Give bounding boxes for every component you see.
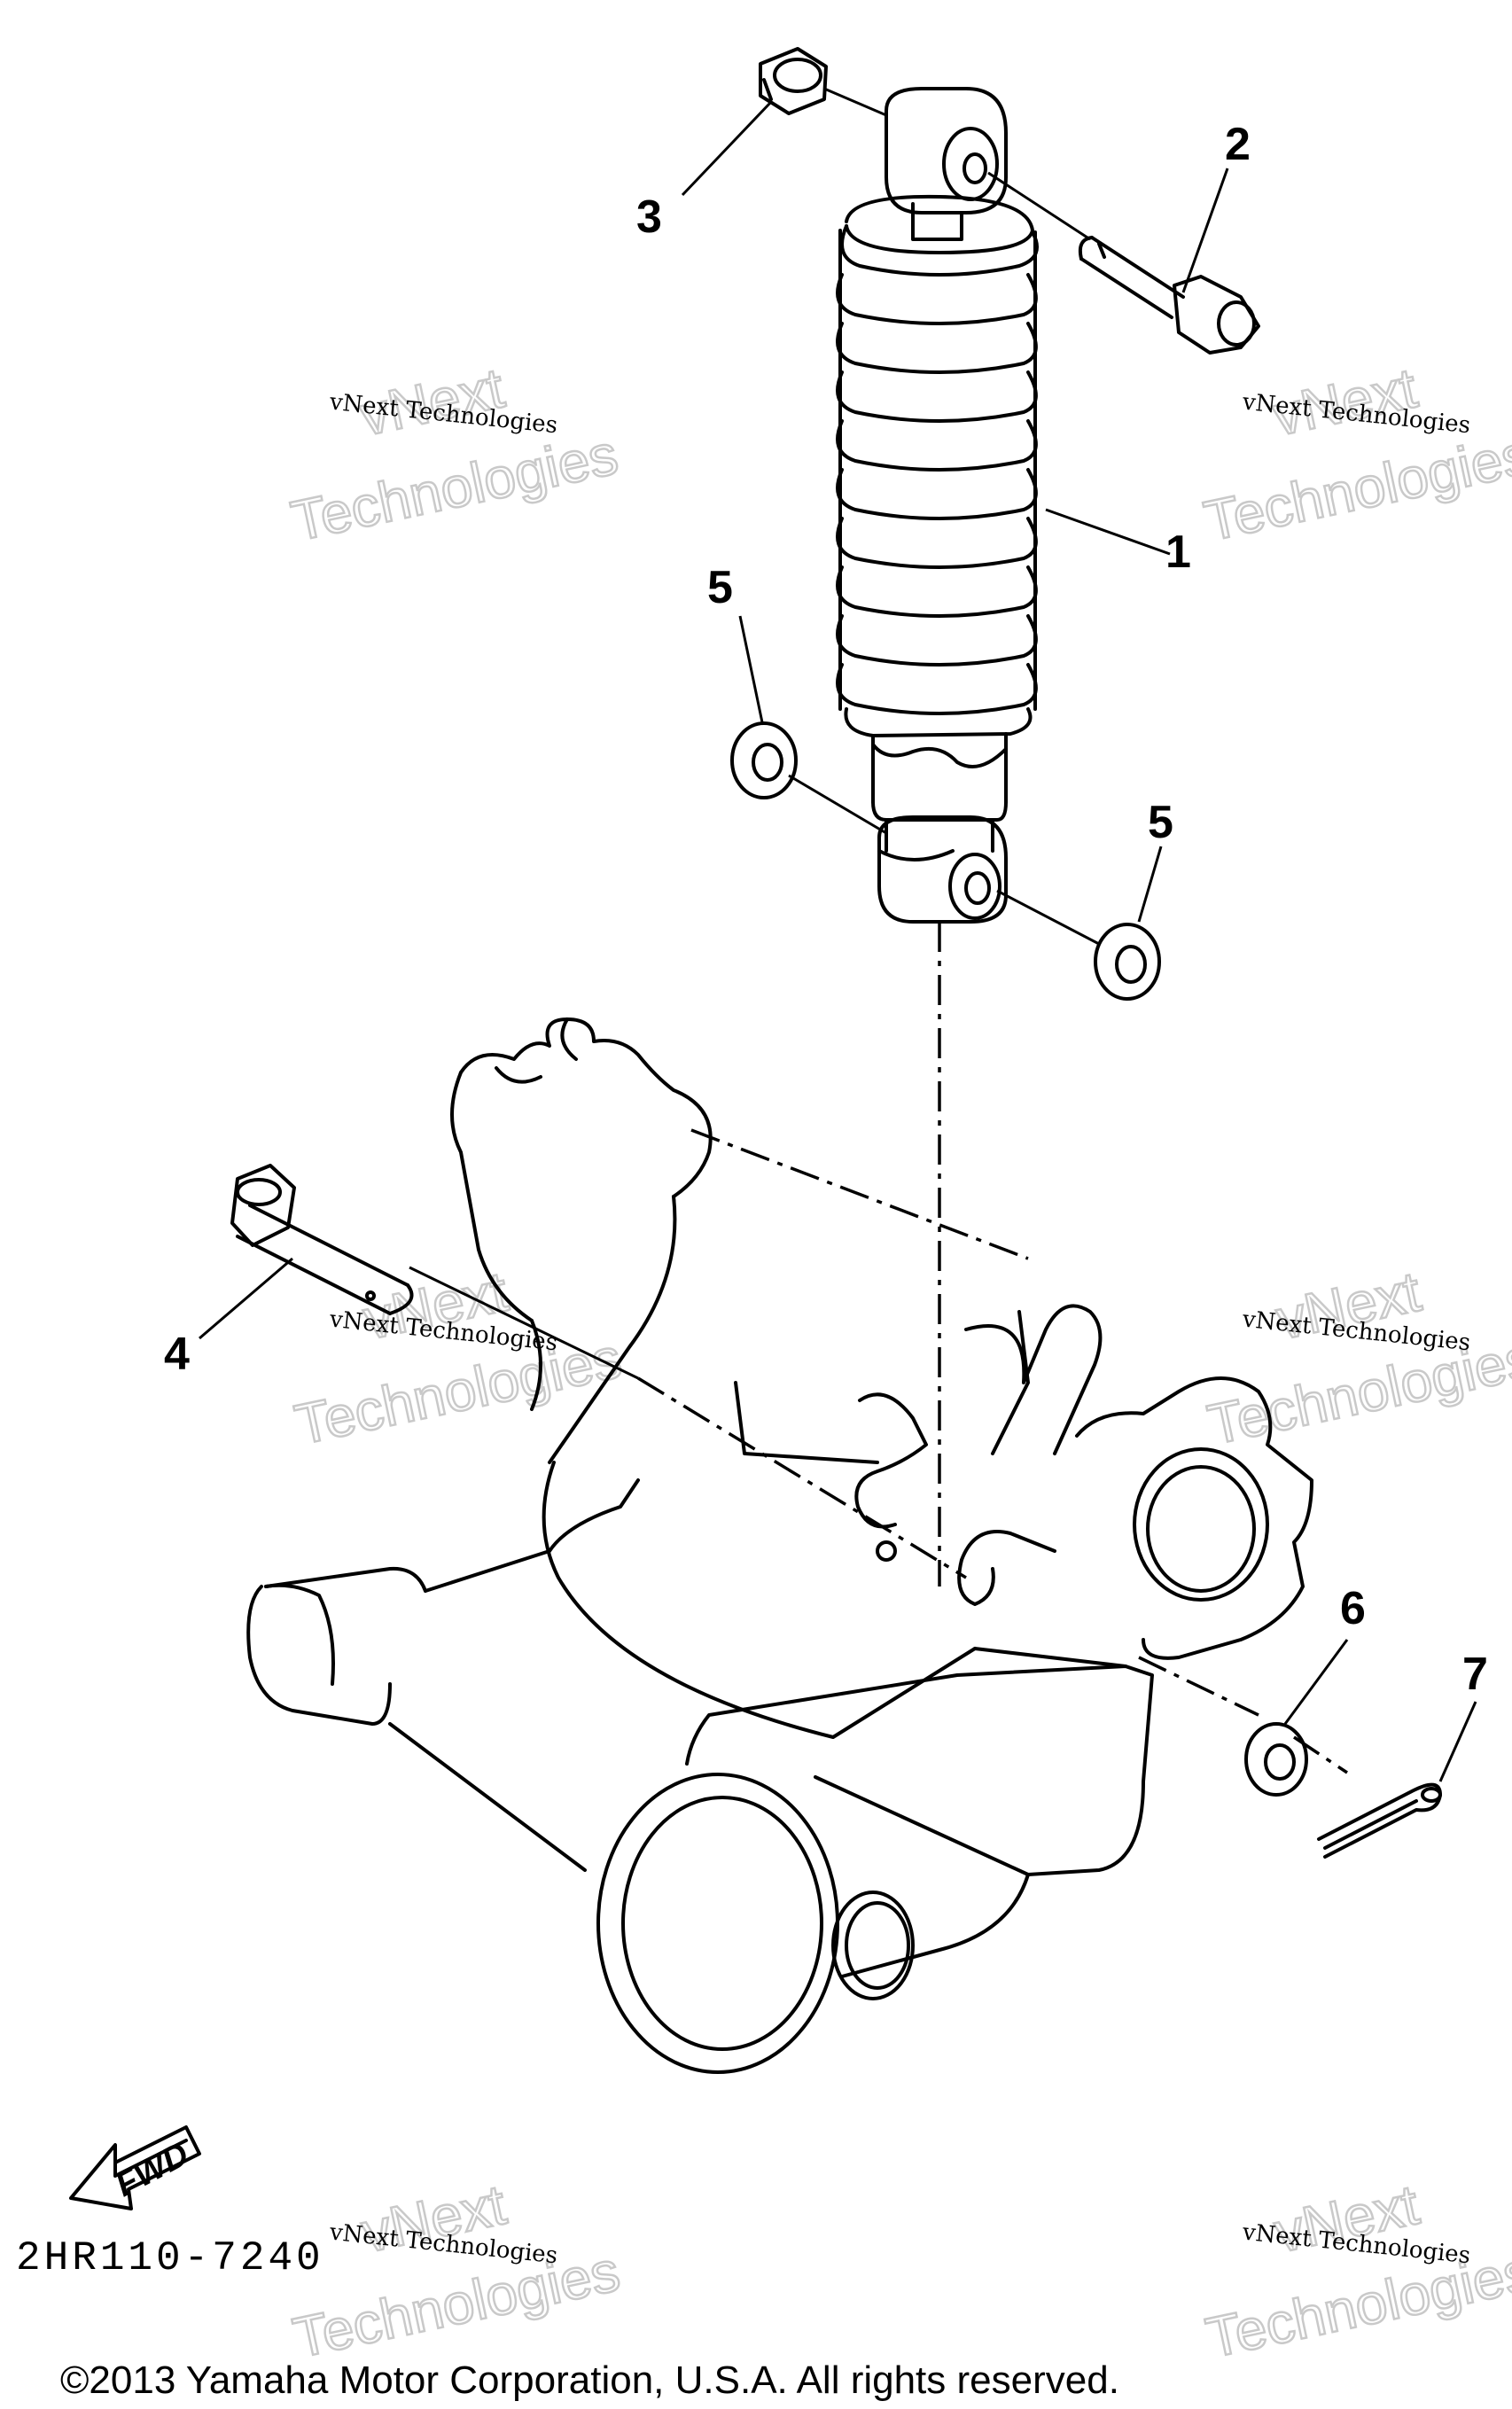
- callout-3: 3: [636, 191, 662, 243]
- part-1-rear-shock-absorber: [836, 194, 1039, 853]
- callout-5-lower: 5: [1148, 797, 1173, 848]
- part-7-cotter-pin: [1317, 1782, 1442, 1859]
- part-5-washer-lower: [1094, 923, 1161, 1001]
- part-6-washer: [1244, 1722, 1308, 1797]
- watermark-top-left: vNext Technologies: [284, 355, 624, 555]
- svg-text:Technologies: Technologies: [286, 422, 623, 553]
- svg-text:Technologies: Technologies: [1199, 422, 1512, 553]
- copyright-text: ©2013 Yamaha Motor Corporation, U.S.A. A…: [60, 2358, 1119, 2402]
- callout-4: 4: [164, 1329, 190, 1380]
- assembly-lines: [409, 87, 1348, 1774]
- part-3-nut: [759, 47, 828, 115]
- watermark-top-right: vNext Technologies: [1197, 355, 1512, 555]
- swingarm: [246, 1017, 1313, 2074]
- callout-5-upper: 5: [707, 562, 733, 613]
- part-5-washer-upper: [730, 721, 798, 799]
- shock-lower-eye: [877, 815, 1008, 924]
- callout-6: 6: [1340, 1583, 1366, 1634]
- shock-upper-eye: [885, 87, 1008, 241]
- part-4-pivot-shaft: [230, 1164, 414, 1315]
- fwd-arrow-icon: FWD: [69, 2125, 201, 2210]
- part-2-bolt: [1078, 236, 1260, 355]
- callout-7: 7: [1462, 1649, 1488, 1700]
- callout-2: 2: [1225, 119, 1251, 170]
- callout-1: 1: [1165, 526, 1191, 578]
- leader-lines: [199, 100, 1477, 1782]
- diagram-code: 2HR110-7240: [16, 2235, 324, 2281]
